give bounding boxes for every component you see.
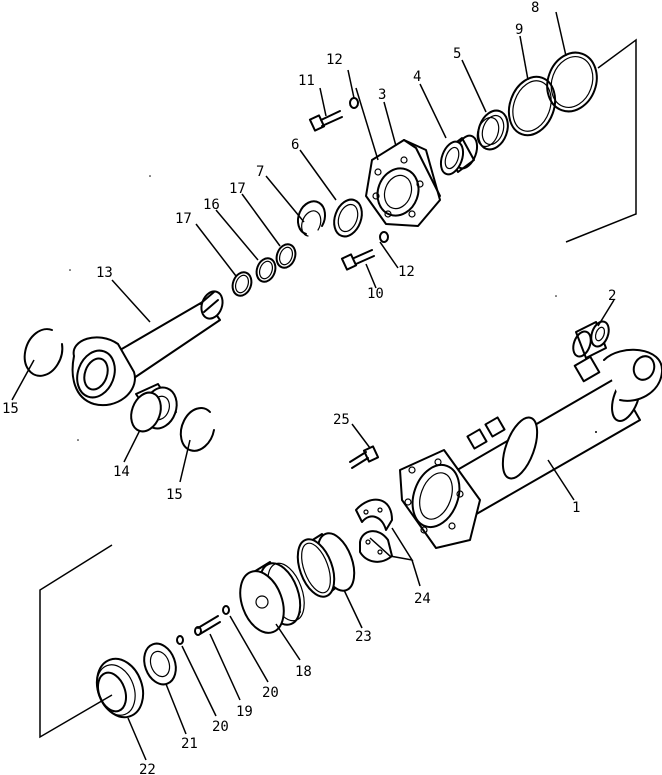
part-13-piston-rod [71,290,224,407]
callout-20-lower: 20 [212,719,229,735]
part-21-ring [143,642,177,686]
part-19-pin [194,615,221,636]
callout-10: 10 [367,286,384,302]
callout-5: 5 [453,46,461,62]
callout-19: 19 [236,704,253,720]
part-23-wear-ring [296,532,356,598]
callout-12-lower: 12 [398,264,415,280]
part-17-ring-lower [231,271,253,297]
part-18-piston [239,561,305,634]
scan-specks [69,175,597,441]
part-16-seal [255,257,277,283]
leader-lines [11,11,615,761]
part-15-snap-ring-right [179,407,215,452]
callout-4: 4 [413,69,421,85]
part-3-cylinder-head [365,139,441,227]
part-20-plug-upper [222,605,230,615]
part-17-ring-upper [275,243,297,269]
part-22-seal [95,657,145,719]
callout-20-upper: 20 [262,685,279,701]
callout-16: 16 [203,197,220,213]
part-12-washer-upper [349,97,359,109]
part-4-bushing [439,134,479,176]
callout-3: 3 [378,87,386,103]
part-15-snap-ring-left [23,328,64,377]
part-24-split-ring-upper [355,498,393,531]
part-9-backup-ring [507,75,557,137]
part-25-bolt [349,445,380,469]
part-20-plug-lower [176,635,184,645]
callout-1: 1 [572,500,580,516]
part-1-cylinder-body [399,348,662,549]
lower-group-bracket [39,544,113,739]
callout-14: 14 [113,464,130,480]
part-14-spherical-bushing [130,383,178,433]
part-24-split-ring-lower [359,530,393,563]
callout-17-upper: 17 [229,181,246,197]
callout-21: 21 [181,736,198,752]
callout-8: 8 [531,0,539,16]
callout-15-left: 15 [2,401,19,417]
callout-7: 7 [256,164,264,180]
callout-25: 25 [333,412,350,428]
upper-group-bracket [565,38,637,243]
part-6-seal [333,198,363,238]
part-11-bolt [308,110,343,132]
callout-6: 6 [291,137,299,153]
part-2-bushing [572,320,610,359]
callout-23: 23 [355,629,372,645]
part-10-bolt [340,249,375,271]
callout-9: 9 [515,22,523,38]
callout-11: 11 [298,73,315,89]
callout-13: 13 [96,265,113,281]
part-7-snap-ring [296,200,326,237]
callout-labels: 8 9 5 4 3 12 11 6 7 17 16 17 12 10 13 15… [2,0,616,775]
callout-12-upper: 12 [326,52,343,68]
callout-2: 2 [608,288,616,304]
part-8-o-ring [546,51,598,113]
callout-24: 24 [414,591,431,607]
callout-15-right: 15 [166,487,183,503]
part-12-washer-lower [379,231,389,243]
part-5-seal [476,109,509,151]
callout-22: 22 [139,762,156,775]
callout-17-lower: 17 [175,211,192,227]
callout-18: 18 [295,664,312,680]
